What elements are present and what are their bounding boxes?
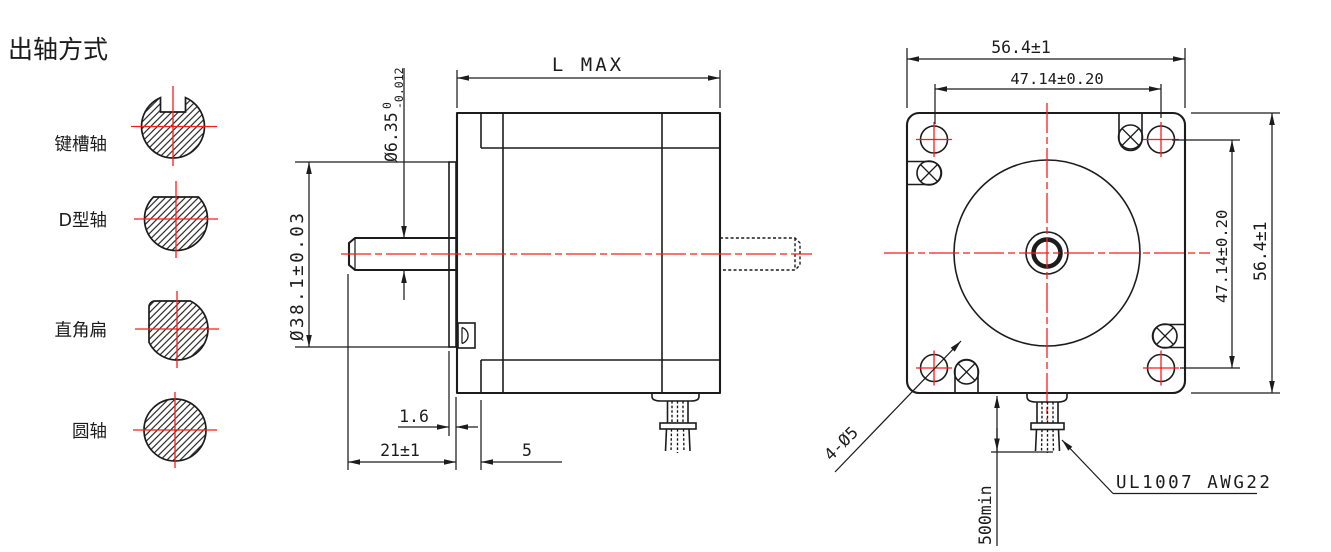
dim-width-top-text: 56.4±1 xyxy=(991,38,1051,57)
shaft-type-d-flat: D型轴 xyxy=(59,181,218,258)
round-label: 圆轴 xyxy=(72,422,107,442)
dim-lead-length: 500min xyxy=(976,396,1053,546)
dim-flange-depth-text: 5 xyxy=(522,441,532,460)
callout-mounting-holes: 4-Ø5 xyxy=(820,340,962,473)
dim-boss-depth: 1.6 xyxy=(398,351,478,470)
mounting-holes xyxy=(916,122,1179,386)
panel-title: 出轴方式 xyxy=(8,35,108,64)
dim-lead-length-text: 500min xyxy=(976,485,995,545)
dim-shaft-dia-sup: 0 xyxy=(380,102,394,109)
dim-hole-span-top: 47.14±0.20 xyxy=(934,70,1162,124)
dim-height-right-text: 56.4±1 xyxy=(1251,221,1270,281)
dim-width-top: 56.4±1 xyxy=(906,38,1186,108)
dim-hole-span-right: 47.14±0.20 xyxy=(1172,139,1240,369)
callout-mounting-holes-text: 4-Ø5 xyxy=(820,423,862,465)
shaft-types-panel: 出轴方式 键槽轴 D型轴 直角扁 圆轴 xyxy=(8,35,219,468)
front-view-lead-wires xyxy=(1026,393,1068,453)
front-view-body xyxy=(884,103,1210,453)
right-angle-flat-section xyxy=(148,300,209,361)
corner-screws xyxy=(907,113,1185,393)
right-angle-flat-label: 直角扁 xyxy=(55,321,108,341)
dim-hole-span-right-text: 47.14±0.20 xyxy=(1213,210,1231,303)
dim-height-right: 56.4±1 xyxy=(1191,112,1280,394)
dim-l-max: L MAX xyxy=(456,54,721,108)
side-view: L MAX Ø6.35 0 -0.012 Ø38.1±0.03 xyxy=(288,54,812,470)
motor-body-outline xyxy=(455,111,722,395)
hole-crosshairs xyxy=(916,122,1179,386)
dim-shaft-dia-sub: -0.012 xyxy=(392,67,406,109)
shaft-type-round: 圆轴 xyxy=(72,392,217,468)
dim-shaft-length: 21±1 xyxy=(347,274,456,470)
d-flat-label: D型轴 xyxy=(59,211,107,231)
dim-boss-depth-text: 1.6 xyxy=(399,407,429,426)
dim-shaft-dia-base: Ø6.35 xyxy=(382,112,401,162)
side-view-lead-wires xyxy=(651,393,700,453)
dim-pilot-dia-text: Ø38.1±0.03 xyxy=(288,211,308,341)
dim-pilot-diameter: Ø38.1±0.03 xyxy=(288,161,458,348)
dim-flange-depth: 5 xyxy=(480,400,562,470)
dim-l-max-text: L MAX xyxy=(552,54,624,76)
dim-hole-span-top-text: 47.14±0.20 xyxy=(1010,70,1103,88)
callout-lead-spec-text: UL1007 AWG22 xyxy=(1116,473,1272,493)
dim-shaft-diameter: Ø6.35 0 -0.012 xyxy=(380,67,407,300)
front-view: 56.4±1 47.14±0.20 47.14±0.20 56.4±1 xyxy=(820,38,1280,546)
keyway-label: 键槽轴 xyxy=(55,135,108,155)
callout-lead-spec: UL1007 AWG22 xyxy=(1061,439,1272,495)
flange-connector-feature xyxy=(457,322,476,349)
shaft-type-keyway: 键槽轴 xyxy=(55,86,217,166)
shaft-type-right-angle-flat: 直角扁 xyxy=(55,291,219,368)
side-view-body xyxy=(341,111,812,453)
dim-shaft-length-text: 21±1 xyxy=(380,441,420,460)
